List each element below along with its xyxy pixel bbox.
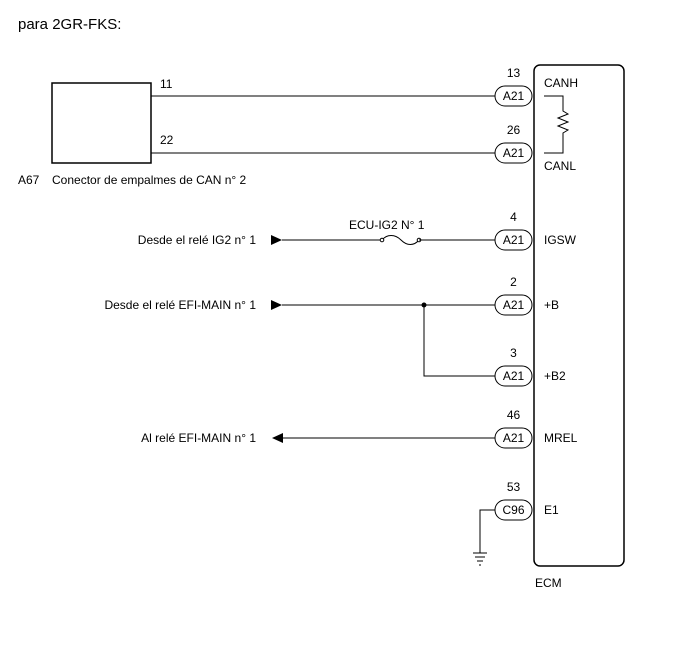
terminal-canh: A21 13 CANH bbox=[494, 66, 578, 107]
splice-connector-id: A67 bbox=[18, 173, 40, 187]
signal-label: CANL bbox=[544, 159, 576, 173]
signal-label: +B bbox=[544, 298, 559, 312]
signal-label: MREL bbox=[544, 431, 578, 445]
can-splice-connector-box bbox=[51, 82, 152, 164]
ground-icon bbox=[473, 552, 487, 566]
connector-code: A21 bbox=[503, 431, 525, 445]
connector-code: A21 bbox=[503, 233, 525, 247]
connector-code: A21 bbox=[503, 146, 525, 160]
signal-label: IGSW bbox=[544, 233, 577, 247]
fuse-terminal-left bbox=[379, 237, 385, 243]
splice-pin-11: 11 bbox=[160, 77, 173, 91]
signal-label: CANH bbox=[544, 76, 578, 90]
pin-number: 26 bbox=[507, 123, 521, 137]
fuse-icon bbox=[381, 235, 420, 245]
connector-code: C96 bbox=[502, 503, 524, 517]
pin-number: 13 bbox=[507, 66, 521, 80]
pin-number: 4 bbox=[510, 210, 517, 224]
pin-number: 46 bbox=[507, 408, 521, 422]
pin-number: 3 bbox=[510, 346, 517, 360]
signal-label: +B2 bbox=[544, 369, 566, 383]
terminal-mrel: A21 46 MREL bbox=[494, 408, 578, 449]
wire-e1 bbox=[479, 509, 495, 553]
connector-code: A21 bbox=[503, 89, 525, 103]
connector-code: A21 bbox=[503, 298, 525, 312]
terminal-canl: A21 26 CANL bbox=[494, 123, 576, 173]
resistor-icon bbox=[544, 95, 570, 154]
pin-number: 2 bbox=[510, 275, 517, 289]
ecm-label: ECM bbox=[535, 576, 562, 590]
ecm-box bbox=[533, 64, 625, 567]
source-efi-main-relay: Desde el relé EFI-MAIN n° 1 bbox=[104, 298, 256, 312]
terminal-e1: C96 53 E1 bbox=[494, 480, 559, 521]
connector-code: A21 bbox=[503, 369, 525, 383]
pin-number: 53 bbox=[507, 480, 521, 494]
fuse-label: ECU-IG2 N° 1 bbox=[349, 218, 425, 232]
terminal-plus-b: A21 2 +B bbox=[494, 275, 559, 316]
splice-pin-22: 22 bbox=[160, 133, 174, 147]
dest-efi-main-relay: Al relé EFI-MAIN n° 1 bbox=[141, 431, 256, 445]
wire-plus-b2 bbox=[423, 305, 495, 377]
arrow-out-efi-main bbox=[272, 433, 283, 443]
arrow-in-efi-main bbox=[271, 300, 282, 310]
source-ig2-relay: Desde el relé IG2 n° 1 bbox=[138, 233, 257, 247]
arrow-in-ig2 bbox=[271, 235, 282, 245]
terminal-plus-b2: A21 3 +B2 bbox=[494, 346, 566, 387]
page-title: para 2GR-FKS: bbox=[18, 16, 121, 33]
signal-label: E1 bbox=[544, 503, 559, 517]
terminal-igsw: A21 4 IGSW bbox=[494, 210, 577, 251]
splice-connector-name: Conector de empalmes de CAN n° 2 bbox=[52, 173, 247, 187]
